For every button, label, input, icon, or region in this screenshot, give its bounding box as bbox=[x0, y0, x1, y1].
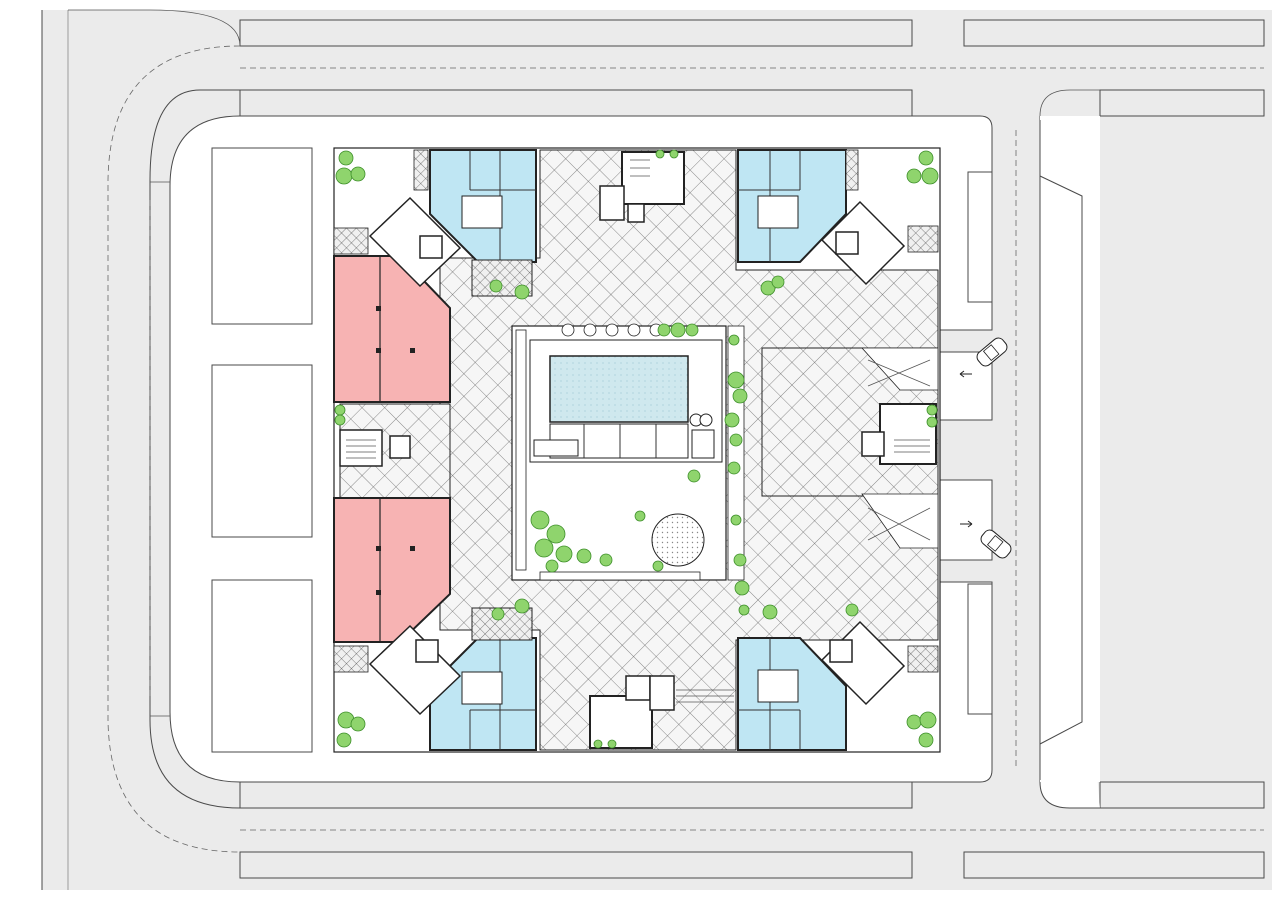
residential-tower-se bbox=[737, 620, 906, 751]
tree-icon bbox=[334, 404, 346, 426]
tree-icon bbox=[530, 510, 613, 573]
tree-icon bbox=[489, 279, 530, 300]
elevator-icon bbox=[627, 203, 645, 223]
tree-icon bbox=[657, 322, 699, 338]
parking-left-3 bbox=[211, 579, 313, 753]
median-upper bbox=[239, 89, 913, 117]
tree-icon bbox=[491, 598, 530, 621]
tree-icon bbox=[655, 149, 679, 159]
tree-icon bbox=[760, 275, 785, 296]
median-bottom-right bbox=[963, 851, 1265, 879]
residential-tower-nw bbox=[368, 149, 537, 297]
tree-icon bbox=[724, 334, 748, 475]
tree-icon bbox=[593, 739, 617, 749]
north-core bbox=[599, 151, 685, 223]
trees bbox=[334, 149, 939, 749]
elevator-icon bbox=[625, 675, 651, 701]
elevator-icon bbox=[861, 431, 885, 457]
elevator-icon bbox=[835, 231, 859, 255]
tree-icon bbox=[336, 711, 366, 748]
tree-icon bbox=[730, 514, 750, 616]
stair-icon bbox=[346, 439, 376, 459]
arrow-left-icon bbox=[959, 370, 972, 378]
elevator-icon bbox=[415, 639, 439, 663]
residential-tower-ne bbox=[737, 149, 906, 286]
arrow-right-icon bbox=[960, 520, 973, 528]
median-lower bbox=[239, 781, 913, 809]
commercial-block-south bbox=[333, 497, 451, 643]
east-core bbox=[861, 403, 937, 465]
car-icon bbox=[976, 337, 1008, 367]
tree-icon bbox=[906, 150, 939, 185]
stair-icon bbox=[649, 675, 675, 711]
median-upper-right bbox=[1099, 89, 1265, 117]
elevator-icon bbox=[389, 435, 411, 459]
parking-left-2 bbox=[211, 364, 313, 538]
median-bottom-left bbox=[239, 851, 913, 879]
west-core bbox=[339, 429, 411, 467]
median-top-right bbox=[963, 19, 1265, 47]
tree-icon bbox=[926, 404, 938, 428]
tree-icon bbox=[335, 150, 366, 185]
stair-icon bbox=[599, 185, 625, 221]
swimming-pool bbox=[549, 355, 689, 423]
south-core bbox=[589, 675, 734, 749]
entrance-steps bbox=[676, 689, 734, 703]
gazebo bbox=[651, 513, 705, 567]
elevator-icon bbox=[829, 639, 853, 663]
parking-left-1 bbox=[211, 147, 313, 325]
tree-icon bbox=[762, 603, 859, 620]
residential-tower-sw bbox=[368, 607, 537, 751]
tree-icon bbox=[634, 469, 701, 572]
median-lower-right bbox=[1099, 781, 1265, 809]
median-top-left bbox=[239, 19, 913, 47]
elevator-icon bbox=[419, 235, 443, 259]
tree-icon bbox=[906, 711, 937, 748]
car-icon bbox=[980, 529, 1012, 559]
